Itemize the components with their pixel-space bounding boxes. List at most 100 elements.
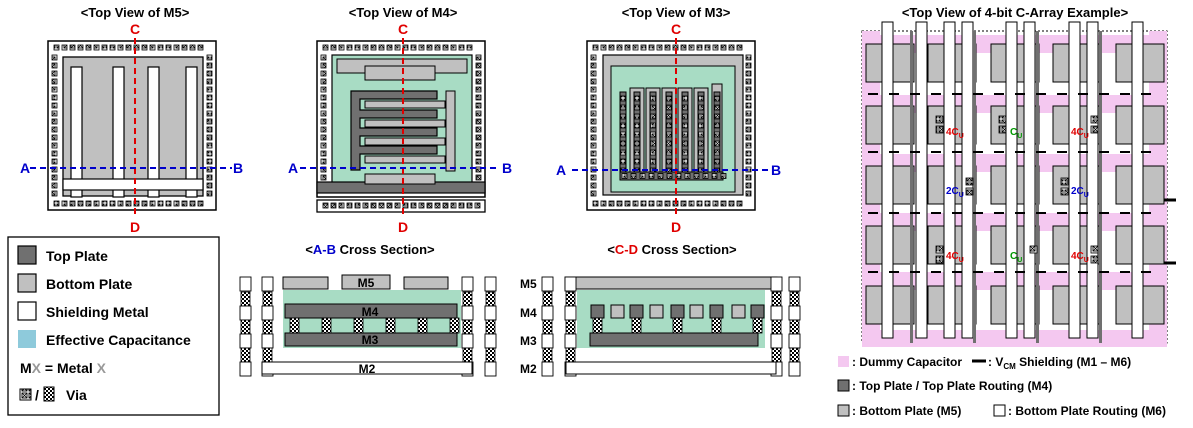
ab-pillar-via xyxy=(485,347,496,363)
via-icon xyxy=(656,200,663,207)
via-icon xyxy=(157,44,164,51)
via-icon xyxy=(475,118,482,125)
via-icon xyxy=(745,134,752,141)
via-icon xyxy=(1090,245,1099,254)
ab-label-m3: M3 xyxy=(362,333,379,347)
array-vias xyxy=(935,115,1099,264)
via-icon xyxy=(714,95,720,102)
array-legend: : Dummy Capacitor : VCM Shielding (M1 – … xyxy=(837,355,1166,418)
legend-via: Via xyxy=(66,387,87,403)
via-icon xyxy=(51,110,58,117)
array-routing-column xyxy=(1068,21,1081,339)
via-icon xyxy=(378,202,385,209)
label-2cu-main: 2C xyxy=(946,186,959,197)
via-icon xyxy=(712,200,719,207)
via-icon xyxy=(320,70,327,77)
via-icon xyxy=(666,113,672,120)
cd-m4-block xyxy=(649,304,664,319)
via-icon xyxy=(109,44,116,51)
legend-metal: MX = Metal X xyxy=(20,360,107,376)
array-legend-dummy: : Dummy Capacitor xyxy=(852,355,962,369)
cd-pillar-metal xyxy=(788,276,801,292)
via-icon xyxy=(650,104,656,111)
via-icon xyxy=(620,113,626,120)
via-icon xyxy=(666,149,672,156)
via-icon xyxy=(206,190,213,197)
via-icon xyxy=(590,54,597,61)
cd-pillar-via xyxy=(565,347,576,363)
via-icon xyxy=(320,102,327,109)
via-icon xyxy=(51,158,58,165)
via-icon xyxy=(745,78,752,85)
label-4cu: 4CU xyxy=(946,127,964,140)
via-icon xyxy=(320,86,327,93)
via-icon xyxy=(450,202,457,209)
via-icon xyxy=(77,200,84,207)
via-icon xyxy=(322,44,329,51)
title-m5: <Top View of M5> xyxy=(81,5,190,20)
via-icon xyxy=(181,44,188,51)
via-icon xyxy=(51,78,58,85)
label-cu: CU xyxy=(1010,127,1022,140)
via-icon xyxy=(680,200,687,207)
ab-pillar-via xyxy=(462,347,473,363)
label-4cu-sub: U xyxy=(1084,257,1089,264)
via-icon xyxy=(616,44,623,51)
via-icon xyxy=(141,200,148,207)
via-icon xyxy=(206,86,213,93)
array-legend-vcm-sub: CM xyxy=(1003,362,1016,371)
m3-via-line xyxy=(621,173,727,179)
via-icon xyxy=(965,187,974,196)
via-icon xyxy=(714,149,720,156)
via-icon xyxy=(206,166,213,173)
via-icon xyxy=(998,125,1007,134)
via-icon xyxy=(51,118,58,125)
legend-bottom-plate-swatch xyxy=(17,273,37,293)
legend-effective: Effective Capacitance xyxy=(46,332,191,348)
via-icon xyxy=(632,44,639,51)
via-icon xyxy=(125,44,132,51)
via-icon xyxy=(935,125,944,134)
via-icon xyxy=(698,122,704,129)
via-icon xyxy=(320,110,327,117)
via-icon xyxy=(475,166,482,173)
cd-cross-section: <C-D Cross Section> M5 M4 M3 M2 xyxy=(520,242,801,377)
cd-m4-block xyxy=(670,304,685,319)
via-icon xyxy=(51,174,58,181)
ab-via xyxy=(385,317,396,334)
via-icon xyxy=(466,44,473,51)
cd-label-m2: M2 xyxy=(520,362,537,376)
via-icon xyxy=(442,202,449,209)
label-4cu-sub: U xyxy=(1084,133,1089,140)
via-icon xyxy=(608,200,615,207)
via-icon xyxy=(590,182,597,189)
via-icon xyxy=(362,202,369,209)
ab-label-m2: M2 xyxy=(359,362,376,376)
legend-bottom-plate: Bottom Plate xyxy=(46,276,133,292)
cd-pillar-metal xyxy=(788,305,801,321)
legend-metal-m: M xyxy=(20,360,32,376)
array-routing-column xyxy=(1086,21,1099,339)
label-4cu-main: 4C xyxy=(946,251,959,262)
via-icon xyxy=(590,142,597,149)
via-icon xyxy=(206,70,213,77)
ab-pillar-via xyxy=(485,291,496,307)
via-icon xyxy=(675,173,682,179)
via-icon xyxy=(206,158,213,165)
via-icon xyxy=(639,173,646,179)
via-icon xyxy=(206,54,213,61)
via-icon xyxy=(608,44,615,51)
array-top-routing xyxy=(1036,31,1039,343)
cd-via xyxy=(631,317,642,334)
via-icon xyxy=(51,190,58,197)
via-icon xyxy=(458,44,465,51)
via-icon xyxy=(620,158,626,165)
via-icon xyxy=(206,94,213,101)
ab-title-prefix: < xyxy=(305,242,313,257)
via-icon xyxy=(206,78,213,85)
via-icon xyxy=(206,182,213,189)
via-icon xyxy=(935,115,944,124)
via-icon xyxy=(592,200,599,207)
via-icon xyxy=(1060,177,1069,186)
